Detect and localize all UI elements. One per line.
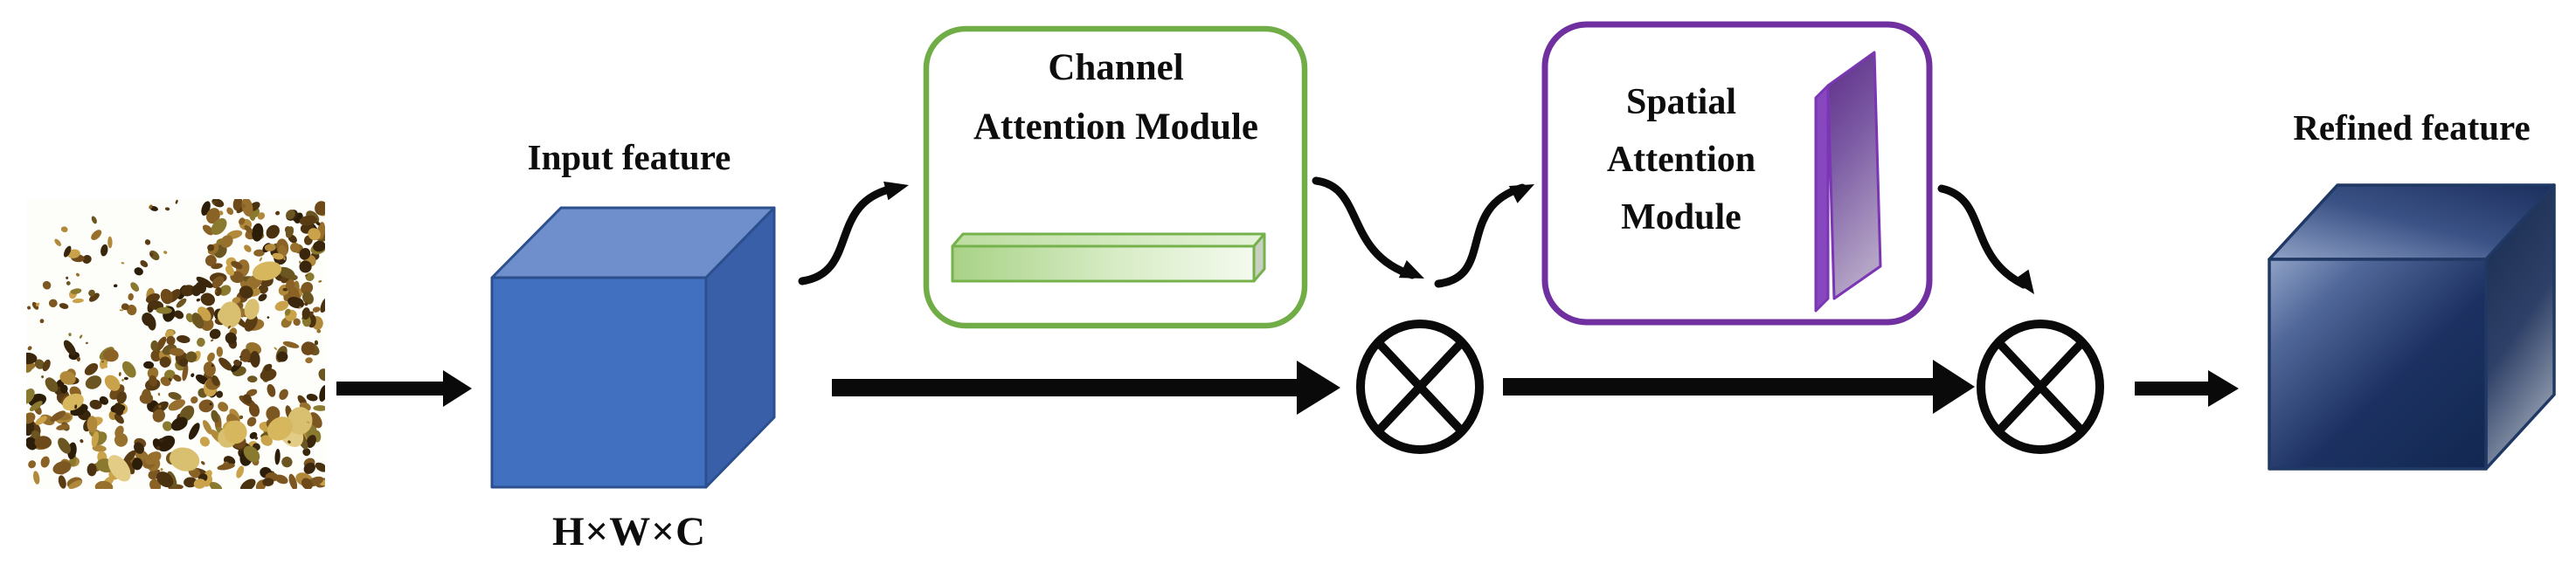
main-flow-arrow-2 [1503, 360, 1975, 414]
channel-attention-label-line2: Attention Module [973, 107, 1259, 148]
input-dims-label: H×W×C [551, 509, 707, 554]
arrow-photo-to-cube [336, 370, 472, 407]
channel-attention-label: Channel Attention Module [937, 38, 1295, 157]
spatial-attention-label-line2: Attention [1606, 140, 1756, 180]
curve-arrow-to-spatial [1434, 183, 1534, 288]
spatial-attention-label-line3: Module [1621, 197, 1742, 237]
input-feature-label: Input feature [527, 137, 731, 177]
channel-descriptor-bar [951, 232, 1266, 283]
curve-arrow-channel-to-multiply [1312, 176, 1424, 279]
input-feature-cube [490, 206, 776, 489]
refined-feature-cube [2268, 183, 2556, 471]
spatial-descriptor-plate [1814, 51, 1882, 313]
channel-attention-label-line1: Channel [1048, 47, 1184, 88]
refined-feature-label: Refined feature [2293, 107, 2531, 148]
arrow-to-refined-cube [2135, 370, 2239, 407]
main-flow-arrow-1 [832, 361, 1340, 415]
multiply-icon-2 [1977, 320, 2104, 454]
sample-photo [26, 199, 325, 489]
spatial-attention-label-line1: Spatial [1625, 82, 1737, 122]
curve-arrow-to-channel [798, 181, 909, 286]
curve-arrow-spatial-to-multiply [1937, 184, 2034, 294]
multiply-icon-1 [1356, 320, 1484, 454]
spatial-attention-label: Spatial Attention Module [1554, 73, 1809, 246]
